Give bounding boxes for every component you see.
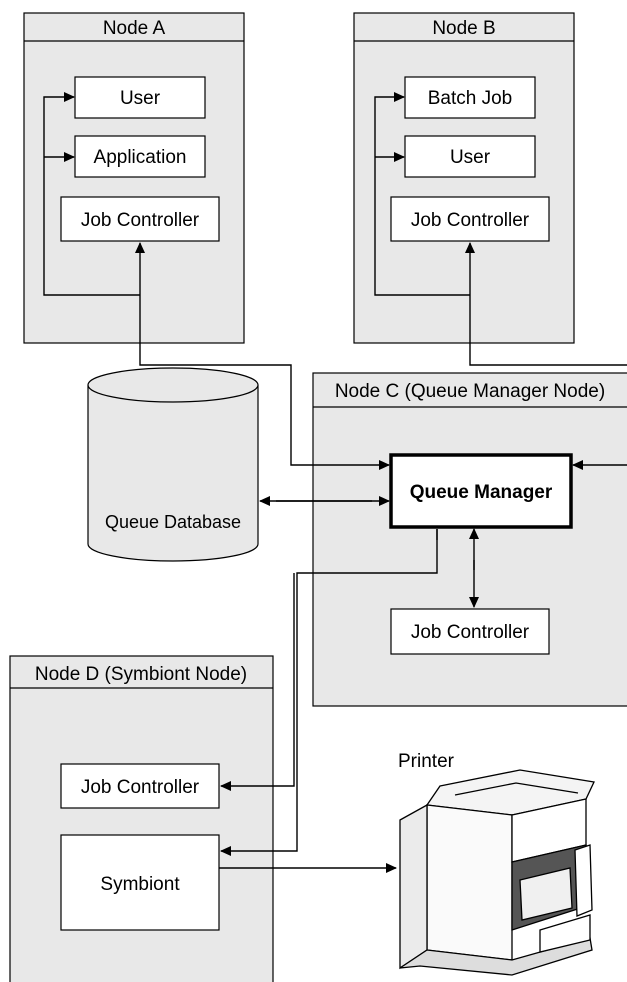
node-b-title: Node B	[432, 18, 495, 39]
node-b-batch-job-box	[404, 76, 536, 119]
node-c-job-controller-label: Job Controller	[411, 622, 530, 643]
node-c-frame	[312, 372, 627, 707]
node-b: Node B Batch Job User Job Controller	[353, 12, 575, 344]
node-a-job-controller-label: Job Controller	[81, 210, 200, 231]
connectors	[43, 92, 627, 873]
node-a-user-label: User	[120, 88, 161, 109]
node-b-job-controller-box	[390, 196, 550, 242]
node-a-job-controller-box	[60, 196, 220, 242]
symbiont-label: Symbiont	[100, 874, 180, 895]
node-a-title: Node A	[103, 18, 166, 39]
node-d-job-controller-label: Job Controller	[81, 777, 200, 798]
node-d-frame	[9, 655, 274, 982]
node-a-user-box	[74, 76, 206, 119]
queue-manager-box	[389, 453, 573, 529]
node-a-application-label: Application	[94, 147, 187, 168]
node-b-user-box	[404, 135, 536, 178]
node-d: Node D (Symbiont Node) Job Controller Sy…	[9, 655, 274, 982]
printer-label: Printer	[398, 751, 455, 772]
node-c: Node C (Queue Manager Node) Queue Manage…	[312, 372, 627, 707]
node-a-frame	[23, 12, 245, 344]
node-b-job-controller-label: Job Controller	[411, 210, 530, 231]
queue-database-label: Queue Database	[105, 512, 241, 532]
node-b-frame	[353, 12, 575, 344]
node-c-job-controller-box	[390, 608, 550, 655]
queue-database: Queue Database	[87, 367, 259, 562]
node-b-batch-job-label: Batch Job	[428, 88, 513, 109]
node-c-title: Node C (Queue Manager Node)	[335, 381, 605, 402]
queue-manager-label: Queue Manager	[410, 482, 553, 503]
node-d-title: Node D (Symbiont Node)	[35, 664, 247, 685]
node-d-job-controller-box	[60, 763, 220, 809]
node-a-application-box	[74, 135, 206, 178]
node-a: Node A User Application Job Controller	[23, 12, 245, 344]
symbiont-box	[60, 834, 220, 931]
printer-icon	[399, 769, 595, 976]
node-b-user-label: User	[450, 147, 491, 168]
